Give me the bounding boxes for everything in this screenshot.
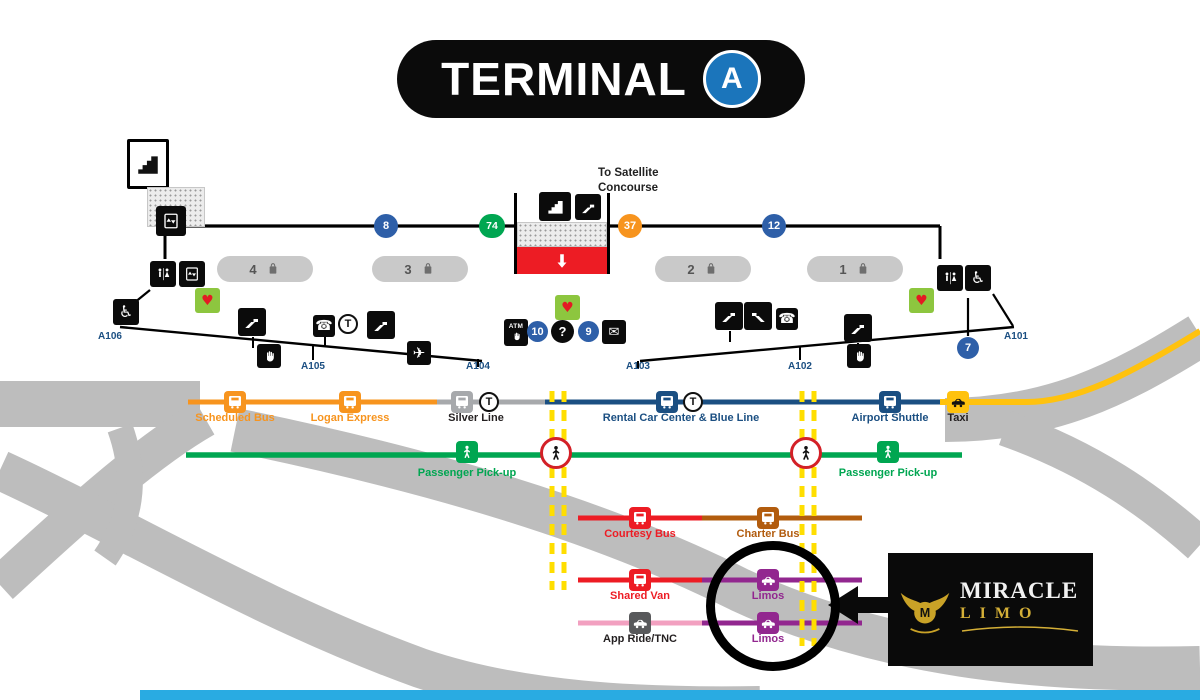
- restroom-icon: [150, 261, 176, 287]
- bus-stop-icon: [339, 391, 361, 413]
- passenger-pickup-icon: [877, 441, 899, 463]
- stairs-icon: [127, 139, 169, 189]
- stop-label: App Ride/TNC: [603, 633, 677, 645]
- door-number-badge: 9: [578, 321, 599, 342]
- door-number-badge: 37: [618, 214, 642, 238]
- escalator-icon: [744, 302, 772, 330]
- pedestrian-crossing-icon: [790, 437, 822, 469]
- gold-flourish: [961, 626, 1079, 632]
- aed-heart-icon: ♥: [195, 288, 220, 313]
- stop-label: Shared Van: [610, 590, 670, 602]
- stop-label: Passenger Pick-up: [417, 467, 517, 479]
- information-icon: ?: [551, 320, 574, 343]
- door-number-badge: 8: [374, 214, 398, 238]
- escalator-icon: [844, 314, 872, 342]
- mail-icon: ✉: [602, 320, 626, 344]
- satellite-concourse-note: To Satellite Concourse: [598, 166, 659, 196]
- stop-label: Charter Bus: [736, 528, 800, 540]
- down-ramp-marker: [517, 247, 607, 274]
- stop-label: Scheduled Bus: [195, 412, 275, 424]
- bus-stop-icon: [629, 507, 651, 529]
- phone-icon: ☎: [776, 308, 798, 330]
- restroom-icon: [937, 265, 963, 291]
- bus-stop-icon: [879, 391, 901, 413]
- pedestrian-crossing-icon: [540, 437, 572, 469]
- airplane-icon: ✈: [407, 341, 431, 365]
- door-label-a105: A105: [301, 361, 325, 372]
- stop-label: Silver Line: [448, 412, 504, 424]
- walkway-texture: [517, 222, 607, 247]
- door-label-a104: A104: [466, 361, 490, 372]
- app-ride-stop-icon: [629, 612, 651, 634]
- accessibility-icon: ♿: [965, 265, 991, 291]
- baggage-claim-2: 2: [655, 256, 751, 282]
- brand-subname: LIMO: [960, 605, 1041, 622]
- atm-icon: ATM: [504, 319, 528, 346]
- escalator-icon: [575, 194, 601, 220]
- bottom-accent-bar: [140, 690, 1200, 700]
- stop-label: Airport Shuttle: [851, 412, 929, 424]
- stop-label: Logan Express: [310, 412, 390, 424]
- bus-stop-icon: [656, 391, 678, 413]
- accessibility-icon: ♿: [113, 299, 139, 325]
- bus-stop-icon: [224, 391, 246, 413]
- door-label-a106: A106: [98, 331, 122, 342]
- center-stair-structure: [514, 193, 610, 274]
- crest-monogram: M: [920, 606, 931, 620]
- escalator-icon: [367, 311, 395, 339]
- terminal-title: TERMINAL: [441, 53, 687, 105]
- door-label-a101: A101: [1004, 331, 1028, 342]
- baggage-claim-1: 1: [807, 256, 903, 282]
- passenger-pickup-icon: [456, 441, 478, 463]
- stop-label: Courtesy Bus: [604, 528, 676, 540]
- phone-icon: ☎: [313, 315, 335, 337]
- mbta-t-logo: T: [479, 392, 499, 412]
- mbta-t-logo: T: [683, 392, 703, 412]
- door-number-badge: 12: [762, 214, 786, 238]
- baggage-claim-4: 4: [217, 256, 313, 282]
- stop-label: Taxi: [947, 412, 969, 424]
- hand-icon: [847, 344, 871, 368]
- door-label-a102: A102: [788, 361, 812, 372]
- terminal-banner: TERMINAL A: [397, 40, 805, 118]
- aed-heart-icon: ♥: [909, 288, 934, 313]
- taxi-stop-icon: [947, 391, 969, 413]
- escalator-icon: [238, 308, 266, 336]
- highlight-ring: [706, 541, 840, 671]
- miracle-limo-crest: M: [900, 592, 950, 633]
- stop-label: Passenger Pick-up: [838, 467, 938, 479]
- door-number-badge: 7: [957, 337, 979, 359]
- baggage-claim-3: 3: [372, 256, 468, 282]
- door-label-a103: A103: [626, 361, 650, 372]
- satellite-note-line1: To Satellite: [598, 167, 659, 179]
- hand-icon: [257, 344, 281, 368]
- bus-stop-icon: [757, 507, 779, 529]
- escalator-icon: [715, 302, 743, 330]
- satellite-note-line2: Concourse: [598, 181, 659, 194]
- miracle-limo-ad: M MIRACLE LIMO: [888, 553, 1093, 666]
- brand-name: MIRACLE: [960, 578, 1079, 603]
- terminal-letter-badge: A: [702, 50, 761, 108]
- stairs-icon: [539, 192, 571, 221]
- stop-label: Rental Car Center & Blue Line: [602, 412, 760, 424]
- callout-arrow: [828, 586, 895, 624]
- bus-stop-icon: [629, 569, 651, 591]
- mbta-t-logo: T: [338, 314, 358, 334]
- bus-stop-icon: [451, 391, 473, 413]
- elevator-icon: [156, 206, 186, 236]
- miracle-limo-wordmark: MIRACLE LIMO: [960, 579, 1080, 640]
- door-number-badge: 10: [527, 321, 548, 342]
- elevator-icon: [179, 261, 205, 287]
- door-number-badge: 74: [479, 214, 505, 238]
- aed-heart-icon: ♥: [555, 295, 580, 320]
